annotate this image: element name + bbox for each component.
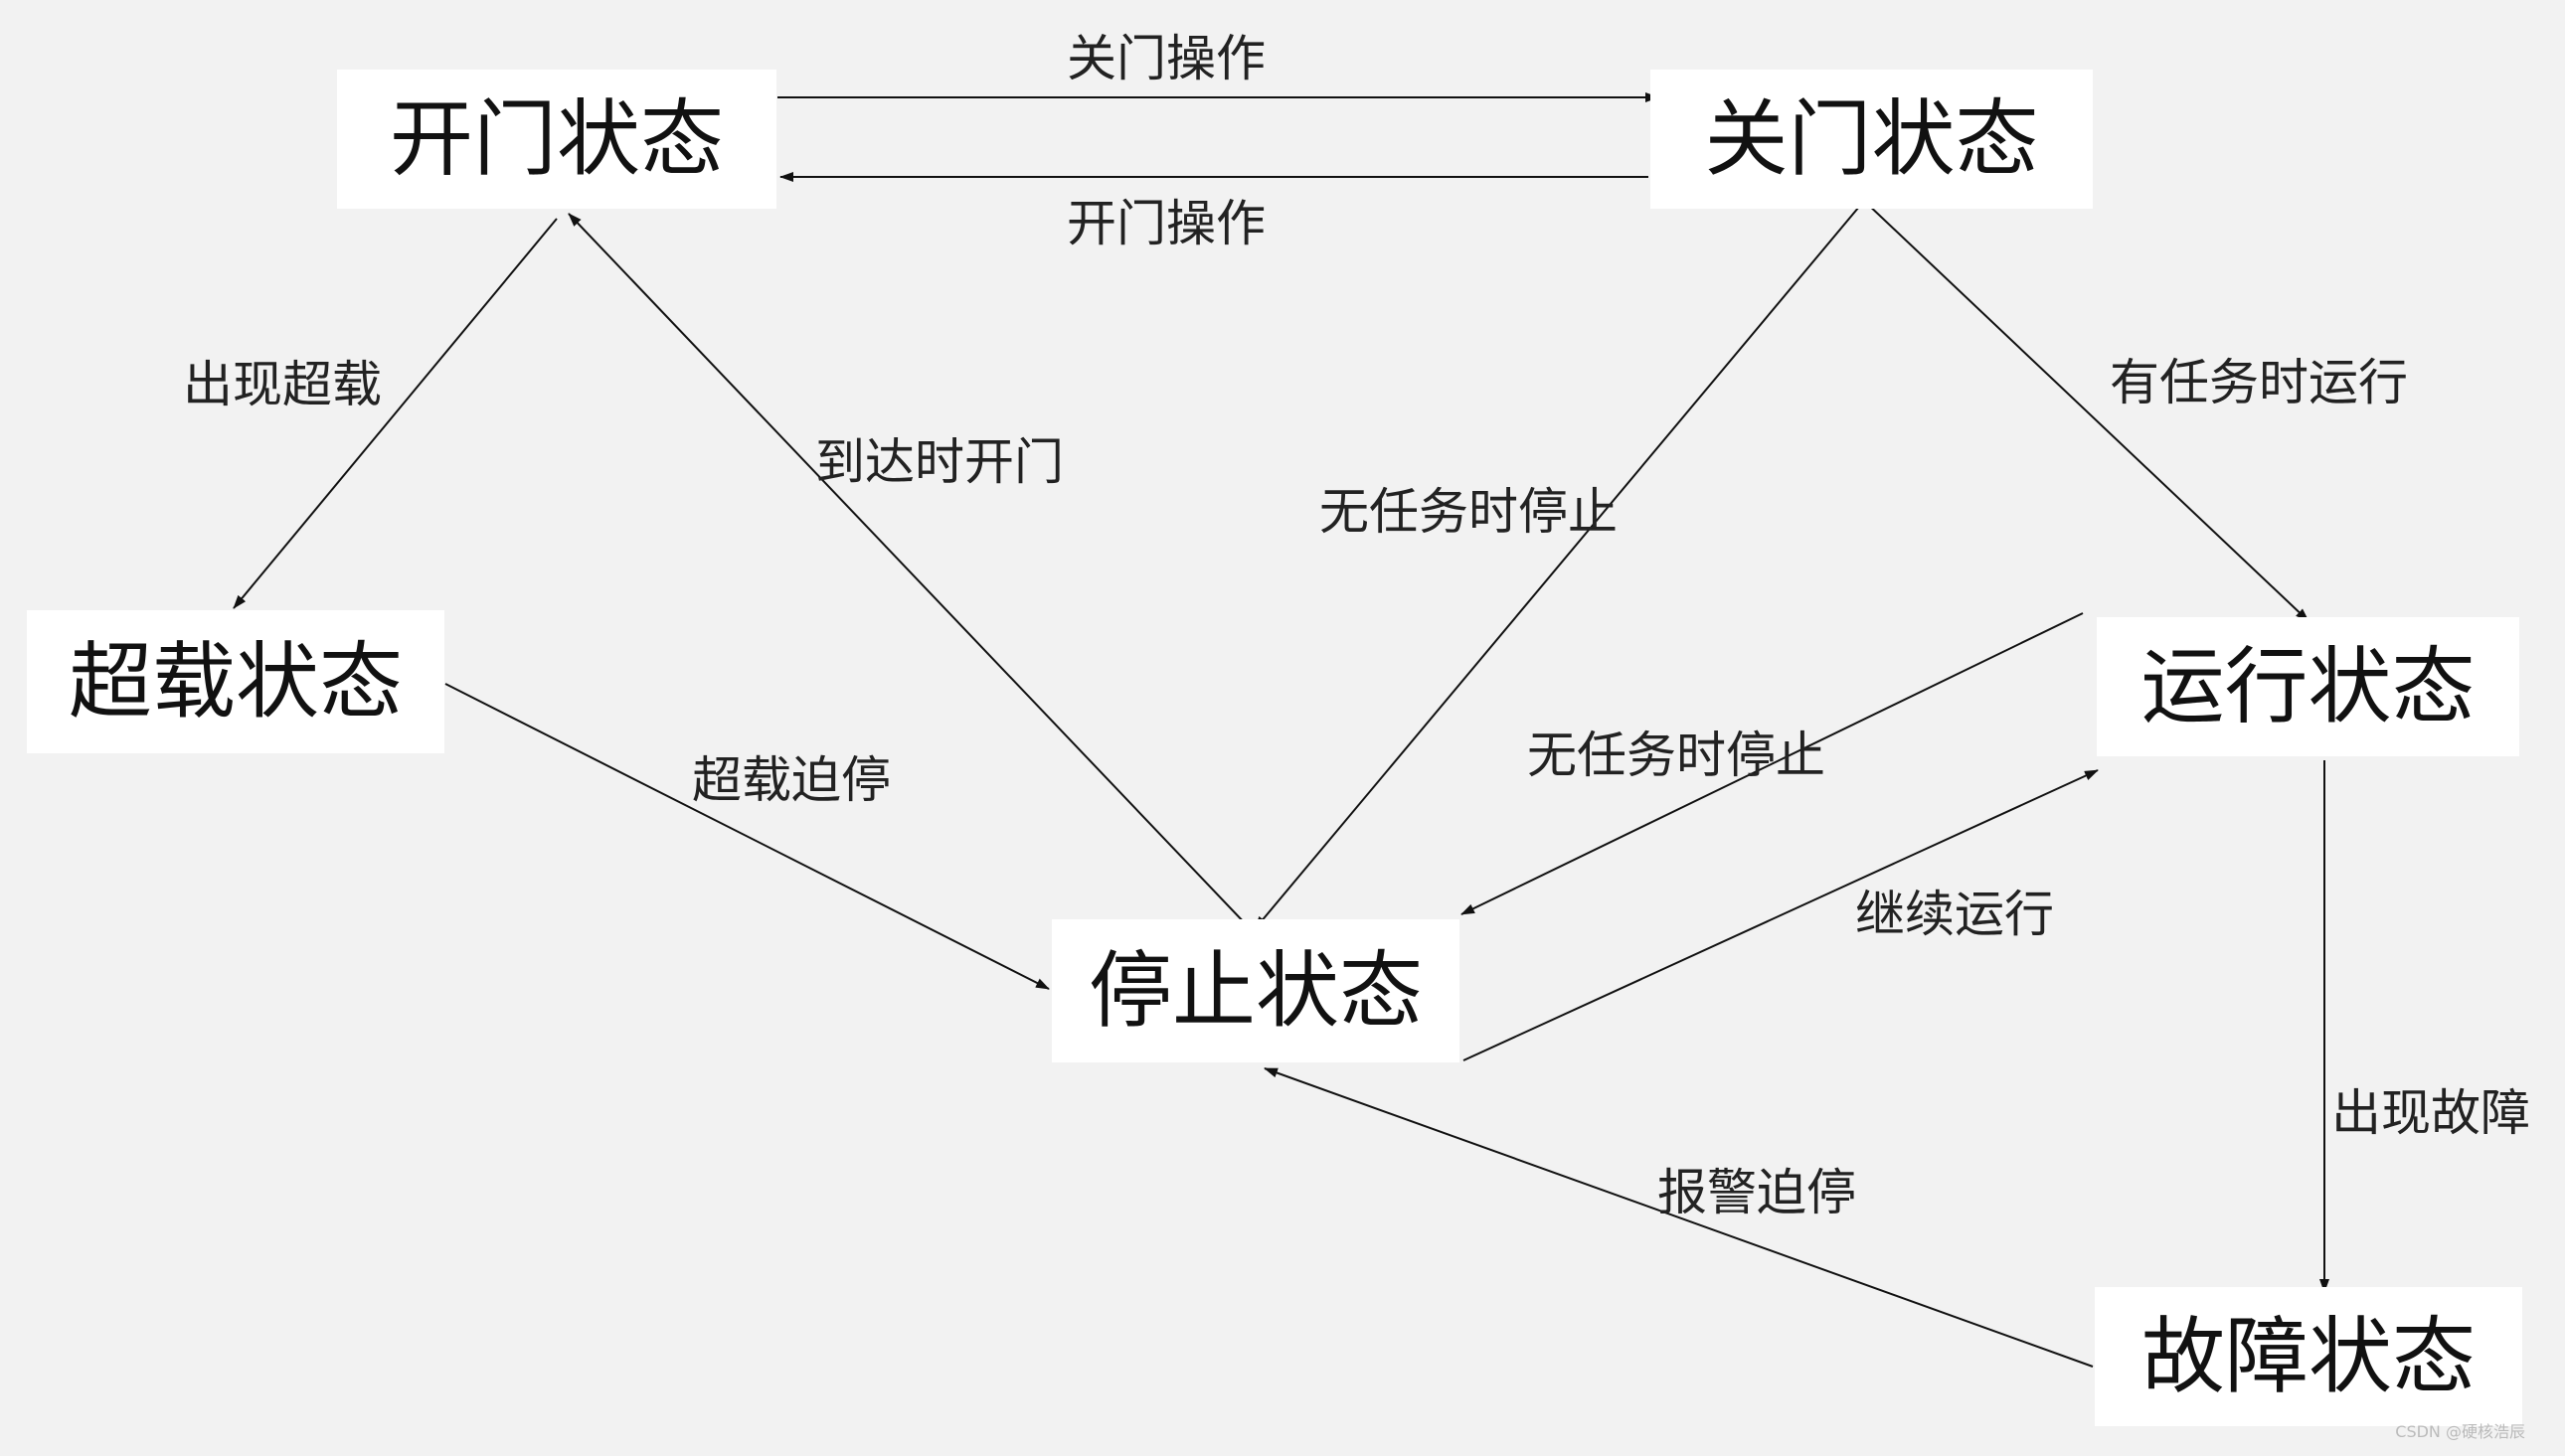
label-idle-stop-from-running: 无任务时停止 [1527,727,1825,784]
arrow-open-to-overload [233,218,558,609]
label-idle-stop-from-closed: 无任务时停止 [1319,483,1618,541]
label-continue-run: 继续运行 [1855,886,2054,943]
arrow-overload-to-stopped [444,683,1050,990]
arrow-closed-to-running [1863,200,2309,622]
label-overload-stop: 超载迫停 [692,751,891,809]
label-arrive-open: 到达时开门 [815,433,1064,491]
label-open-operation: 开门操作 [1067,195,1266,252]
label-task-run: 有任务时运行 [2110,354,2408,411]
arrow-stopped-to-open [568,213,1249,927]
state-stopped: 停止状态 [1052,919,1459,1062]
arrow-running-to-stopped [1460,612,2084,915]
arrow-stopped-to-running [1462,769,2099,1061]
label-fault-detected: 出现故障 [2331,1084,2530,1142]
state-fault: 故障状态 [2095,1287,2522,1426]
state-running: 运行状态 [2097,617,2519,756]
state-overload: 超载状态 [27,610,444,753]
label-overload-detected: 出现超载 [183,356,382,413]
state-open: 开门状态 [337,70,776,209]
arrow-closed-to-stopped [1254,200,1865,930]
label-close-operation: 关门操作 [1067,30,1266,87]
watermark: CSDN @硬核浩辰 [2395,1422,2525,1441]
label-alarm-stop: 报警迫停 [1657,1164,1856,1221]
state-closed: 关门状态 [1650,70,2093,209]
arrow-fault-to-stopped [1264,1067,2094,1368]
